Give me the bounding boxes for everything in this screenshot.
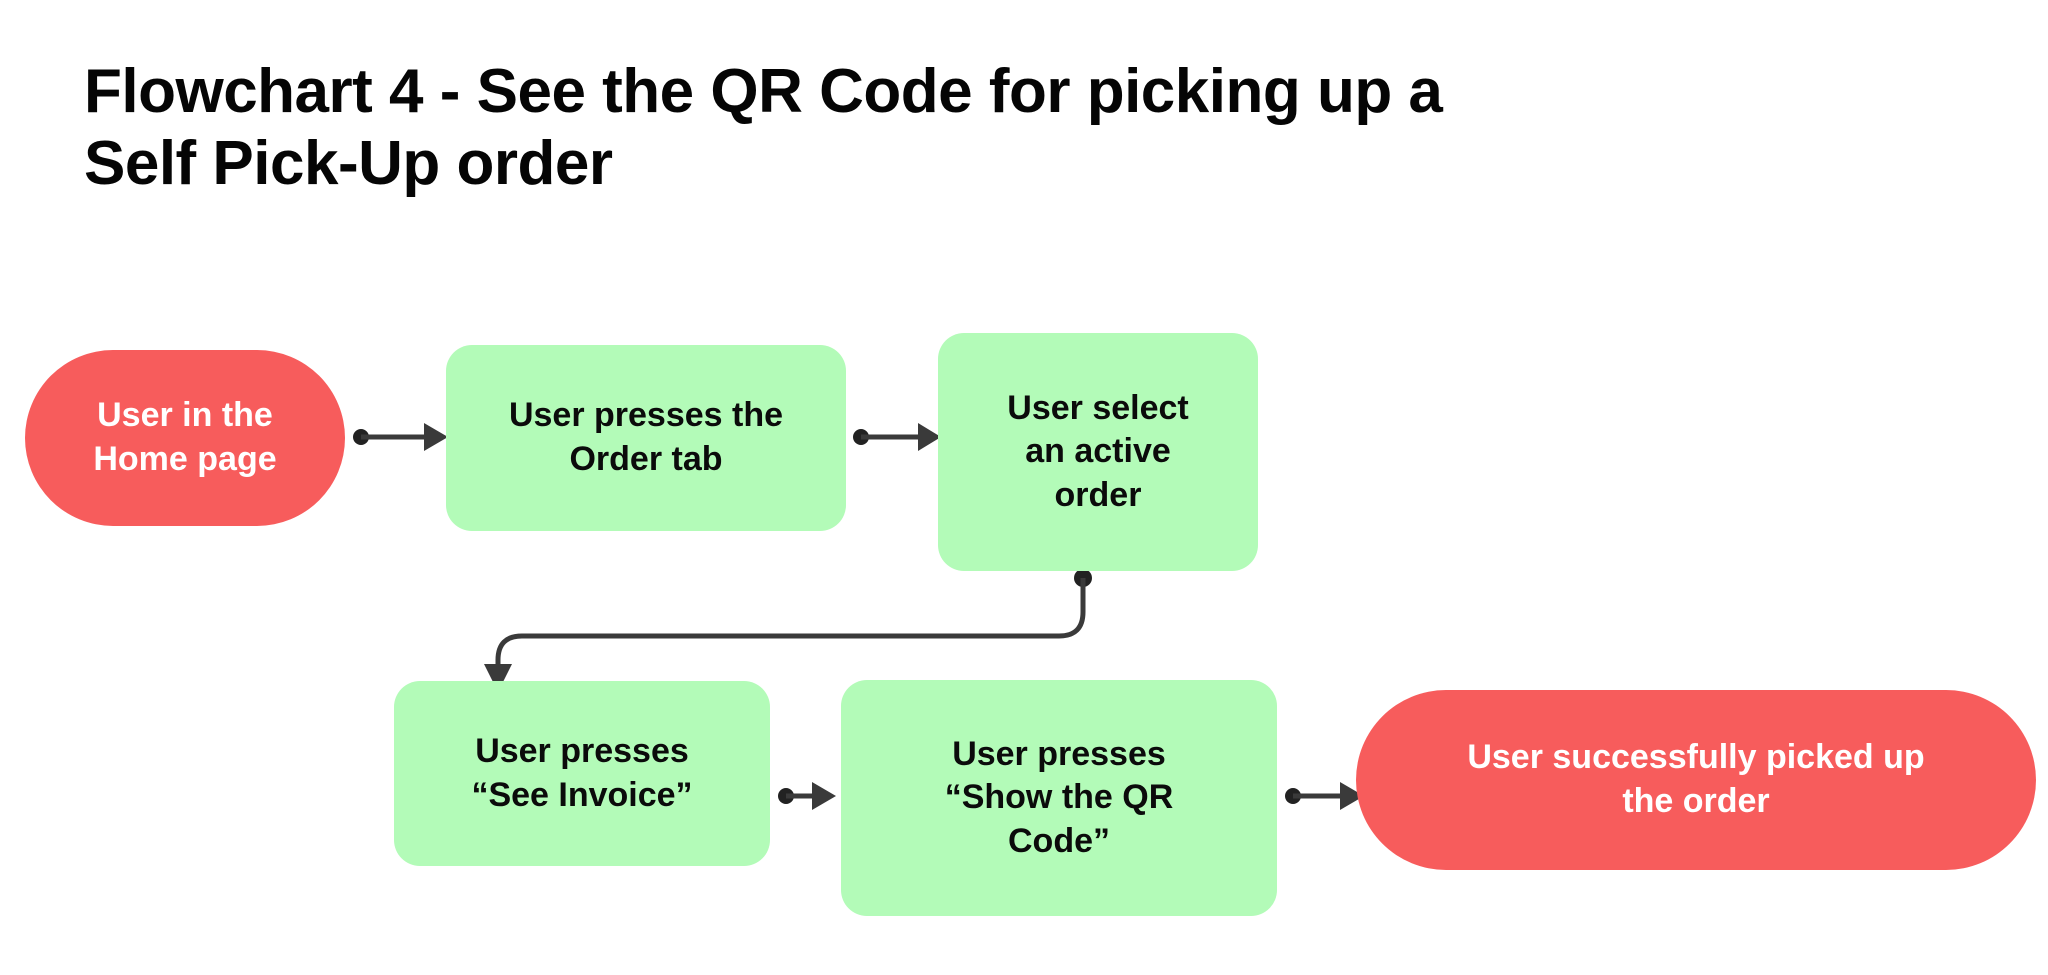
flow-node-user-select-active-order[interactable]: User select an active order [938,333,1258,571]
flow-node-user-presses-order-tab[interactable]: User presses the Order tab [446,345,846,531]
flow-node-user-presses-see-invoice[interactable]: User presses “See Invoice” [394,681,770,866]
edge-see-invoice-to-qr-code [778,782,836,810]
edge-home-to-order-tab [353,423,448,451]
page-title: Flowchart 4 - See the QR Code for pickin… [84,56,1964,200]
edge-active-order-to-see-invoice [484,569,1092,692]
flow-node-user-in-home-page[interactable]: User in the Home page [25,350,345,526]
flow-node-user-successfully-picked-up-order[interactable]: User successfully picked up the order [1356,690,2036,870]
edge-qr-code-to-success [1285,782,1364,810]
title-line-1: Flowchart 4 - See the QR Code for pickin… [84,57,1443,126]
title-line-2: Self Pick-Up order [84,128,613,198]
flow-node-user-presses-show-qr-code[interactable]: User presses “Show the QR Code” [841,680,1277,916]
edge-order-tab-to-active-order [853,423,941,451]
